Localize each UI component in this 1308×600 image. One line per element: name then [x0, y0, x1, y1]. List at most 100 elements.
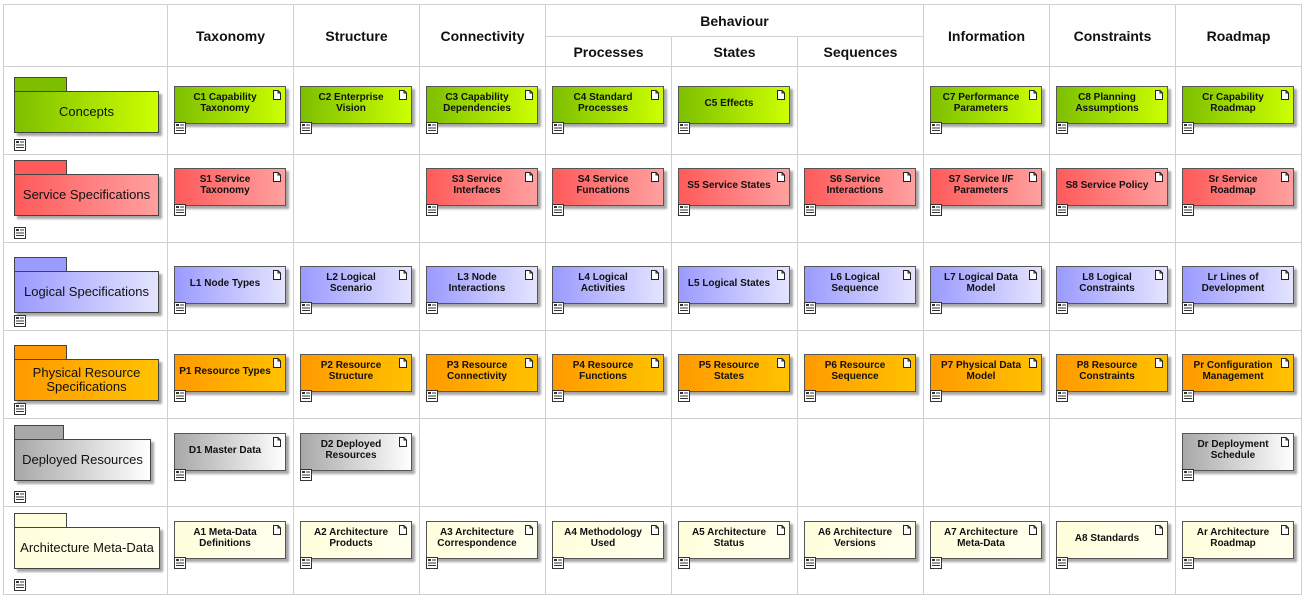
- view-box[interactable]: P6 Resource Sequence: [804, 354, 916, 392]
- view-box[interactable]: L6 Logical Sequence: [804, 266, 916, 304]
- diagram-link-icon[interactable]: [174, 390, 186, 402]
- view-box[interactable]: P3 Resource Connectivity: [426, 354, 538, 392]
- diagram-link-icon[interactable]: [1056, 122, 1068, 134]
- diagram-link-icon[interactable]: [300, 557, 312, 569]
- view-label: C3 Capability Dependencies: [443, 92, 511, 114]
- view-box[interactable]: P2 Resource Structure: [300, 354, 412, 392]
- view-box[interactable]: A1 Meta-Data Definitions: [174, 521, 286, 559]
- diagram-link-icon[interactable]: [14, 491, 26, 503]
- view-box[interactable]: A7 Architecture Meta-Data: [930, 521, 1042, 559]
- view-label: A5 Architecture Status: [691, 527, 767, 549]
- diagram-link-icon[interactable]: [678, 122, 690, 134]
- diagram-link-icon[interactable]: [1056, 390, 1068, 402]
- view-box[interactable]: P4 Resource Functions: [552, 354, 664, 392]
- diagram-link-icon[interactable]: [1182, 204, 1194, 216]
- view-box[interactable]: S4 Service Funcations: [552, 168, 664, 206]
- view-box[interactable]: A6 Architecture Versions: [804, 521, 916, 559]
- view-box[interactable]: S8 Service Policy: [1056, 168, 1168, 206]
- diagram-link-icon[interactable]: [1182, 302, 1194, 314]
- diagram-link-icon[interactable]: [174, 469, 186, 481]
- view-box[interactable]: S7 Service I/F Parameters: [930, 168, 1042, 206]
- diagram-link-icon[interactable]: [300, 469, 312, 481]
- diagram-link-icon[interactable]: [678, 390, 690, 402]
- diagram-link-icon[interactable]: [1182, 469, 1194, 481]
- diagram-link-icon[interactable]: [1056, 204, 1068, 216]
- view-box[interactable]: L1 Node Types: [174, 266, 286, 304]
- view-box[interactable]: D2 Deployed Resources: [300, 433, 412, 471]
- diagram-link-icon[interactable]: [1056, 557, 1068, 569]
- diagram-link-icon[interactable]: [14, 139, 26, 151]
- view-box[interactable]: P5 Resource States: [678, 354, 790, 392]
- diagram-link-icon[interactable]: [804, 204, 816, 216]
- view-box[interactable]: P8 Resource Constraints: [1056, 354, 1168, 392]
- diagram-link-icon[interactable]: [552, 302, 564, 314]
- diagram-link-icon[interactable]: [678, 557, 690, 569]
- diagram-link-icon[interactable]: [930, 122, 942, 134]
- diagram-link-icon[interactable]: [174, 557, 186, 569]
- diagram-link-icon[interactable]: [678, 204, 690, 216]
- diagram-link-icon[interactable]: [426, 557, 438, 569]
- diagram-link-icon[interactable]: [14, 227, 26, 239]
- diagram-link-icon[interactable]: [930, 302, 942, 314]
- view-box[interactable]: A3 Architecture Correspondence: [426, 521, 538, 559]
- diagram-link-icon[interactable]: [14, 579, 26, 591]
- diagram-link-icon[interactable]: [930, 204, 942, 216]
- diagram-link-icon[interactable]: [804, 557, 816, 569]
- diagram-link-icon[interactable]: [174, 302, 186, 314]
- diagram-link-icon[interactable]: [678, 302, 690, 314]
- diagram-link-icon[interactable]: [804, 302, 816, 314]
- diagram-link-icon[interactable]: [552, 557, 564, 569]
- view-box[interactable]: D1 Master Data: [174, 433, 286, 471]
- view-box[interactable]: S6 Service Interactions: [804, 168, 916, 206]
- view-box[interactable]: C3 Capability Dependencies: [426, 86, 538, 124]
- diagram-link-icon[interactable]: [426, 204, 438, 216]
- diagram-link-icon[interactable]: [300, 122, 312, 134]
- view-box[interactable]: L3 Node Interactions: [426, 266, 538, 304]
- diagram-link-icon[interactable]: [930, 557, 942, 569]
- view-box[interactable]: L2 Logical Scenario: [300, 266, 412, 304]
- diagram-link-icon[interactable]: [552, 390, 564, 402]
- view-box[interactable]: P7 Physical Data Model: [930, 354, 1042, 392]
- view-box[interactable]: A8 Standards: [1056, 521, 1168, 559]
- view-box[interactable]: P1 Resource Types: [174, 354, 286, 392]
- diagram-link-icon[interactable]: [1182, 390, 1194, 402]
- view-box[interactable]: A4 Methodology Used: [552, 521, 664, 559]
- view-box[interactable]: A2 Architecture Products: [300, 521, 412, 559]
- view-box[interactable]: L7 Logical Data Model: [930, 266, 1042, 304]
- view-box[interactable]: C8 Planning Assumptions: [1056, 86, 1168, 124]
- view-box[interactable]: C1 Capability Taxonomy: [174, 86, 286, 124]
- view-box[interactable]: Dr Deployment Schedule: [1182, 433, 1294, 471]
- diagram-link-icon[interactable]: [426, 122, 438, 134]
- diagram-link-icon[interactable]: [1182, 122, 1194, 134]
- view-box[interactable]: Cr Capability Roadmap: [1182, 86, 1294, 124]
- diagram-link-icon[interactable]: [300, 302, 312, 314]
- view-box[interactable]: Pr Configuration Management: [1182, 354, 1294, 392]
- view-box[interactable]: L8 Logical Constraints: [1056, 266, 1168, 304]
- view-box[interactable]: L4 Logical Activities: [552, 266, 664, 304]
- view-box[interactable]: Lr Lines of Development: [1182, 266, 1294, 304]
- diagram-link-icon[interactable]: [14, 315, 26, 327]
- diagram-link-icon[interactable]: [300, 390, 312, 402]
- view-box[interactable]: S1 Service Taxonomy: [174, 168, 286, 206]
- view-box[interactable]: A5 Architecture Status: [678, 521, 790, 559]
- diagram-link-icon[interactable]: [804, 390, 816, 402]
- view-box[interactable]: C2 Enterprise Vision: [300, 86, 412, 124]
- diagram-link-icon[interactable]: [930, 390, 942, 402]
- diagram-link-icon[interactable]: [174, 122, 186, 134]
- diagram-link-icon[interactable]: [552, 204, 564, 216]
- diagram-link-icon[interactable]: [174, 204, 186, 216]
- view-box[interactable]: Ar Architecture Roadmap: [1182, 521, 1294, 559]
- view-box[interactable]: C4 Standard Processes: [552, 86, 664, 124]
- diagram-link-icon[interactable]: [426, 302, 438, 314]
- diagram-link-icon[interactable]: [552, 122, 564, 134]
- view-box[interactable]: L5 Logical States: [678, 266, 790, 304]
- view-box[interactable]: S3 Service Interfaces: [426, 168, 538, 206]
- diagram-link-icon[interactable]: [1056, 302, 1068, 314]
- diagram-link-icon[interactable]: [1182, 557, 1194, 569]
- diagram-link-icon[interactable]: [14, 403, 26, 415]
- view-box[interactable]: C7 Performance Parameters: [930, 86, 1042, 124]
- view-box[interactable]: C5 Effects: [678, 86, 790, 124]
- view-box[interactable]: S5 Service States: [678, 168, 790, 206]
- diagram-link-icon[interactable]: [426, 390, 438, 402]
- view-box[interactable]: Sr Service Roadmap: [1182, 168, 1294, 206]
